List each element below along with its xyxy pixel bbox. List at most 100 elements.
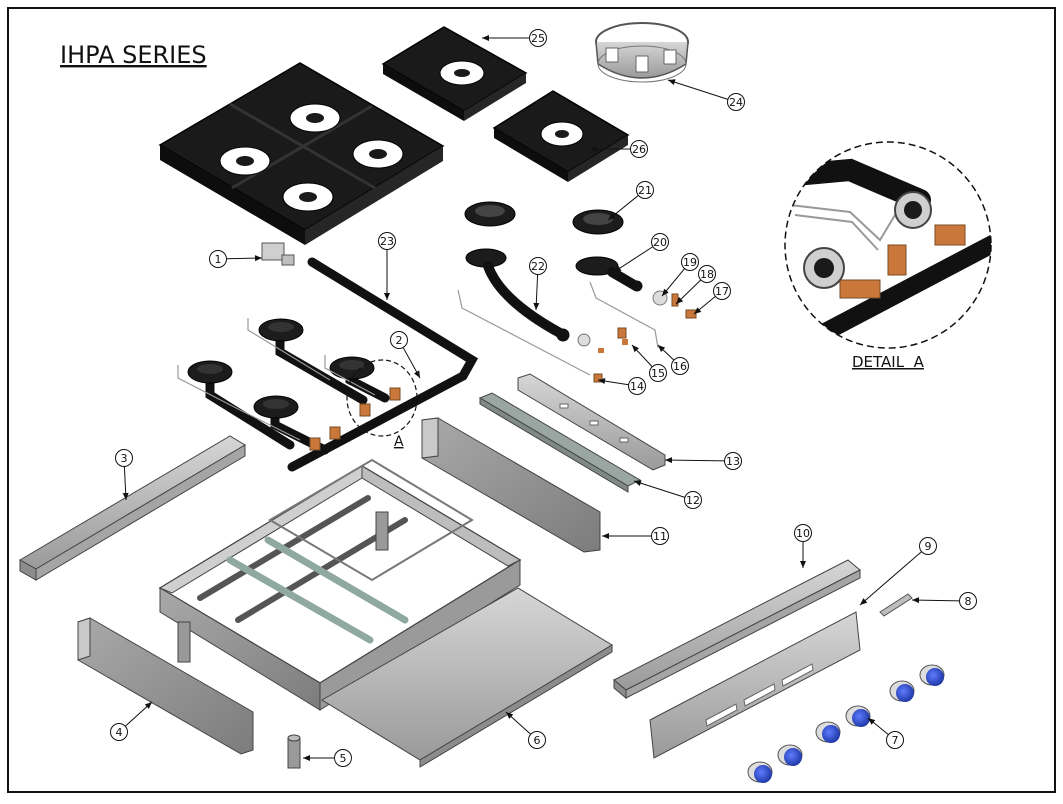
callout-bubble-1 xyxy=(209,250,227,268)
callout-number-24: 24 xyxy=(729,96,743,109)
callout-bubble-11 xyxy=(651,527,669,545)
callout-arrow-17 xyxy=(694,307,702,314)
gas-manifold-23 xyxy=(287,257,479,472)
burner-assembly xyxy=(177,318,401,455)
callout-8: 8 xyxy=(911,592,977,610)
callout-bubble-24 xyxy=(727,93,745,111)
callout-number-7: 7 xyxy=(892,734,899,747)
callout-number-19: 19 xyxy=(683,256,697,269)
callout-24: 24 xyxy=(667,79,745,111)
callout-16: 16 xyxy=(657,344,689,375)
series-title: IHPA SERIES xyxy=(60,41,207,69)
callout-number-20: 20 xyxy=(653,236,667,249)
page-border xyxy=(7,7,1056,793)
callout-bubble-6 xyxy=(528,731,546,749)
callout-25: 25 xyxy=(482,29,547,47)
support-rail-12 xyxy=(478,392,642,493)
burner-tubes xyxy=(465,248,643,342)
callout-5: 5 xyxy=(303,749,352,767)
callout-number-2: 2 xyxy=(396,334,403,347)
callout-21: 21 xyxy=(607,181,654,221)
callout-26: 26 xyxy=(590,140,648,158)
callout-bubble-15 xyxy=(649,364,667,382)
callout-arrow-20 xyxy=(614,265,622,272)
callout-number-9: 9 xyxy=(925,540,932,553)
callout-bubble-5 xyxy=(334,749,352,767)
callout-bubble-18 xyxy=(698,265,716,283)
callout-12: 12 xyxy=(633,480,702,509)
control-knobs-7 xyxy=(747,664,945,783)
callout-leader-13 xyxy=(664,459,725,462)
callout-arrow-15 xyxy=(632,345,639,353)
callout-arrow-11 xyxy=(602,533,609,539)
burner-head-21 xyxy=(464,201,624,235)
callout-bubble-26 xyxy=(630,140,648,158)
main-grate xyxy=(158,62,445,245)
detail-a: DETAIL A xyxy=(784,141,992,371)
callout-leader-24 xyxy=(667,79,729,100)
range-frame xyxy=(158,458,522,711)
callout-number-15: 15 xyxy=(651,367,665,380)
callout-bubble-22 xyxy=(529,257,547,275)
callout-arrow-1 xyxy=(254,255,262,262)
callout-bubble-13 xyxy=(724,452,742,470)
callout-arrow-3 xyxy=(122,492,129,500)
callout-6: 6 xyxy=(505,711,546,749)
callout-arrow-14 xyxy=(598,378,606,385)
callout-number-16: 16 xyxy=(673,360,687,373)
callout-number-4: 4 xyxy=(116,726,123,739)
callout-number-6: 6 xyxy=(534,734,541,747)
callout-bubble-25 xyxy=(529,29,547,47)
thermocouples xyxy=(457,281,659,376)
callout-number-14: 14 xyxy=(630,380,644,393)
callout-number-12: 12 xyxy=(686,494,700,507)
leg-5 xyxy=(287,734,301,769)
front-rail-10 xyxy=(613,559,861,700)
callout-number-8: 8 xyxy=(965,595,972,608)
callout-bubble-16 xyxy=(671,357,689,375)
callout-arrow-26 xyxy=(590,146,597,152)
callout-arrow-25 xyxy=(482,35,489,41)
callout-bubble-4 xyxy=(110,723,128,741)
side-rail-3 xyxy=(18,435,246,581)
callout-arrow-21 xyxy=(608,213,616,220)
callout-number-18: 18 xyxy=(700,268,714,281)
callout-bubble-21 xyxy=(636,181,654,199)
crumb-tray-6 xyxy=(321,587,613,768)
callout-arrow-4 xyxy=(144,702,152,709)
callout-arrow-9 xyxy=(860,598,868,605)
callout-number-26: 26 xyxy=(632,143,646,156)
callout-arrow-10 xyxy=(800,561,806,568)
callout-arrow-8 xyxy=(912,597,920,604)
grate-small-26 xyxy=(492,90,630,182)
callout-19: 19 xyxy=(661,253,699,297)
callout-14: 14 xyxy=(597,377,646,395)
callout-bubble-23 xyxy=(378,232,396,250)
callout-bubble-14 xyxy=(628,377,646,395)
callout-9: 9 xyxy=(859,537,937,606)
callout-number-22: 22 xyxy=(531,260,545,273)
callout-20: 20 xyxy=(613,233,669,273)
callout-1: 1 xyxy=(209,250,263,268)
section-marker-a: A xyxy=(394,434,404,450)
callout-number-13: 13 xyxy=(726,455,740,468)
callout-number-25: 25 xyxy=(531,32,545,45)
callout-arrow-16 xyxy=(658,345,666,353)
callout-bubble-8 xyxy=(959,592,977,610)
callout-arrow-23 xyxy=(384,293,390,300)
callout-23: 23 xyxy=(378,232,396,300)
callout-arrow-7 xyxy=(868,718,876,725)
callout-bubble-9 xyxy=(919,537,937,555)
callout-arrow-13 xyxy=(665,457,673,464)
callout-arrow-6 xyxy=(506,712,514,719)
callout-number-23: 23 xyxy=(380,235,394,248)
callout-arrow-18 xyxy=(676,296,684,304)
callout-bubble-10 xyxy=(794,524,812,542)
callout-leader-12 xyxy=(633,480,686,498)
callout-2: 2 xyxy=(390,331,421,379)
callout-18: 18 xyxy=(675,265,716,305)
callout-number-21: 21 xyxy=(638,184,652,197)
